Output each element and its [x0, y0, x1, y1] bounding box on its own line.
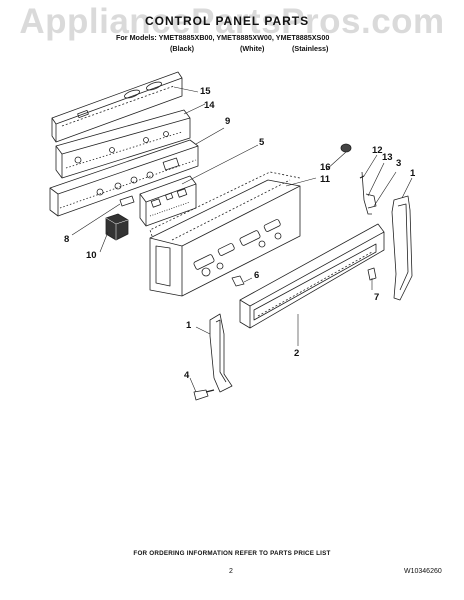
callout-16: 16	[320, 162, 331, 173]
color-label-white: (White)	[240, 44, 265, 53]
part-12-13-bracket	[359, 171, 377, 215]
watermark-text: AppliancePartsPros.com	[19, 2, 445, 41]
callout-1-right: 1	[410, 168, 416, 179]
part-15-bracket	[51, 71, 183, 143]
callout-9: 9	[225, 116, 230, 127]
part-14-panel	[55, 109, 191, 179]
callout-6: 6	[254, 270, 259, 281]
callout-7: 7	[374, 292, 379, 303]
callout-5: 5	[259, 137, 265, 148]
part-16-cap	[340, 143, 352, 153]
callout-4: 4	[184, 370, 190, 381]
callout-1-left: 1	[186, 320, 192, 331]
part-1-end-cap-right	[391, 195, 413, 301]
callout-15: 15	[200, 86, 211, 97]
part-9-panel	[49, 139, 199, 217]
leader-lines	[71, 86, 413, 393]
part-2-trim-frame	[239, 223, 385, 329]
page-title: CONTROL PANEL PARTS	[145, 14, 310, 28]
part-10-block	[105, 213, 129, 241]
part-7-screw	[367, 267, 377, 281]
models-line: For Models: YMET8885XB00, YMET8885XW00, …	[116, 33, 330, 42]
callout-8: 8	[64, 234, 69, 245]
part-8-plug	[119, 195, 135, 207]
color-label-black: (Black)	[170, 44, 194, 53]
callout-11: 11	[320, 174, 331, 185]
page-number: 2	[229, 568, 233, 575]
part-1-end-cap-left	[209, 313, 233, 393]
callout-3: 3	[396, 158, 401, 169]
callout-14: 14	[204, 100, 215, 111]
document-number: W10346260	[404, 568, 442, 575]
ordering-info-footer: FOR ORDERING INFORMATION REFER TO PARTS …	[133, 550, 331, 557]
callout-10: 10	[86, 250, 97, 261]
part-6-clip	[231, 275, 245, 287]
part-4-screw	[193, 389, 215, 401]
part-11-console	[149, 171, 301, 297]
callout-12: 12	[372, 145, 383, 156]
color-label-stainless: (Stainless)	[292, 44, 329, 53]
callout-13: 13	[382, 152, 393, 163]
callout-2: 2	[294, 348, 299, 359]
